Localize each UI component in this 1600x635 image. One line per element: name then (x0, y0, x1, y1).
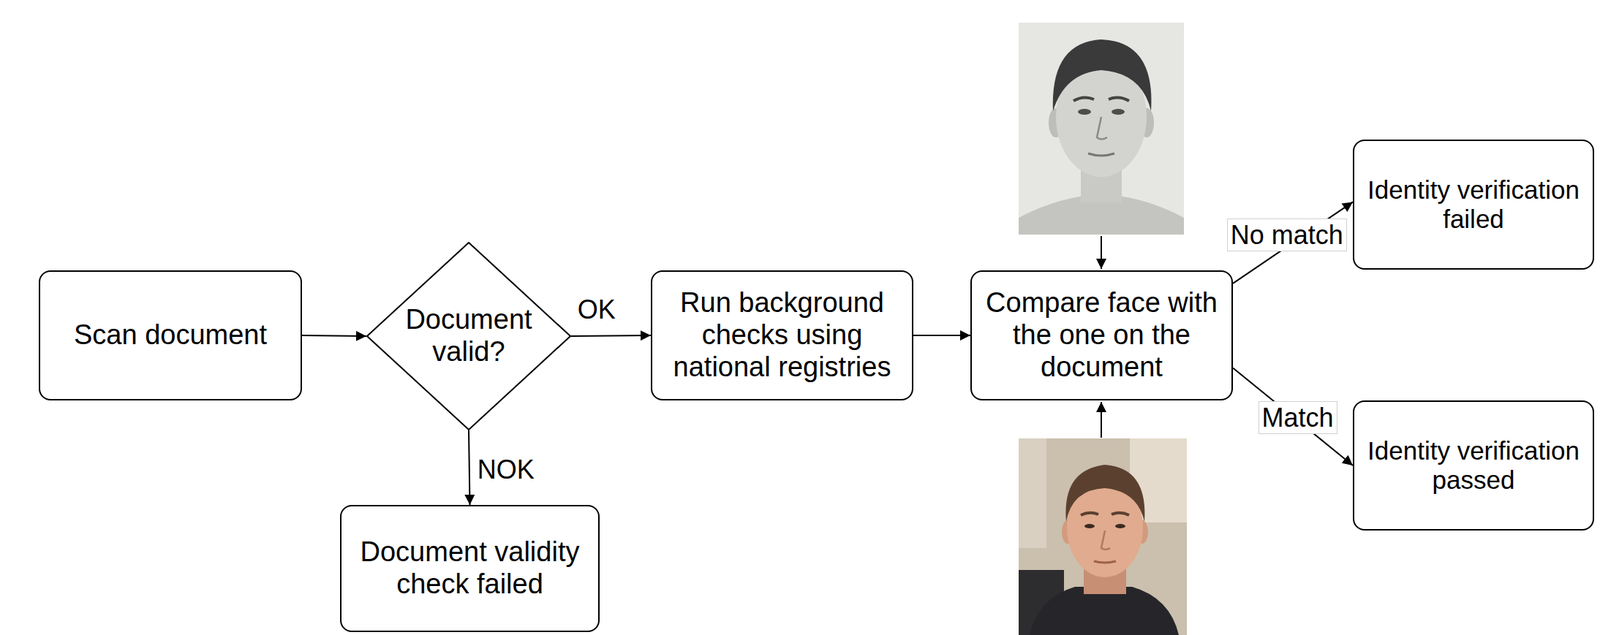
end-box: Identity verification passed (1352, 400, 1595, 531)
node-text: Document validity check failed (351, 536, 588, 601)
node-text: Identity verification failed (1364, 175, 1583, 235)
connector (302, 335, 367, 337)
end-box: Identity verification failed (1352, 139, 1595, 270)
connector (913, 334, 971, 337)
photo-arrow (1100, 402, 1103, 439)
process-box: Scan document (38, 270, 303, 401)
hair (1053, 39, 1152, 112)
text-holder: Document valid? (397, 304, 541, 368)
connector (1232, 368, 1353, 467)
process-box: Compare face with the one on the documen… (970, 270, 1233, 401)
node-text: Compare face with the one on the documen… (982, 287, 1222, 384)
node-text: Run background checks using national reg… (662, 287, 902, 384)
edge-label: No match (1227, 218, 1347, 252)
eyebrow (1111, 513, 1130, 516)
photo-arrow (1100, 236, 1103, 270)
node-text: Document valid? (397, 304, 541, 368)
edge-label: OK (574, 293, 619, 326)
edge-label: NOK (474, 454, 538, 486)
eyebrow (1080, 513, 1099, 516)
photo-background (1018, 22, 1184, 235)
process-box: Run background checks using national reg… (650, 270, 914, 401)
passport-photo (1018, 22, 1184, 235)
eye (1084, 524, 1095, 529)
end-box: Document validity check failed (340, 505, 600, 633)
nose (1096, 117, 1108, 140)
hair (1065, 465, 1145, 523)
eyebrow (1073, 97, 1094, 101)
wall (1018, 438, 1047, 549)
connector (571, 335, 651, 337)
edge-label: Match (1258, 401, 1338, 435)
eyebrow (1108, 97, 1130, 101)
mouth (1088, 153, 1115, 156)
photo-background (1018, 438, 1187, 635)
eye (1111, 108, 1125, 115)
mouth (1093, 561, 1116, 564)
diamond-shape (367, 242, 571, 430)
nose (1101, 530, 1111, 550)
node-text: Identity verification passed (1364, 436, 1583, 496)
eye (1115, 524, 1126, 529)
selfie-photo (1018, 438, 1187, 635)
node-text: Scan document (73, 319, 267, 352)
decision-diamond: Document valid? (366, 242, 572, 431)
eye (1077, 108, 1092, 115)
connector (468, 430, 471, 506)
